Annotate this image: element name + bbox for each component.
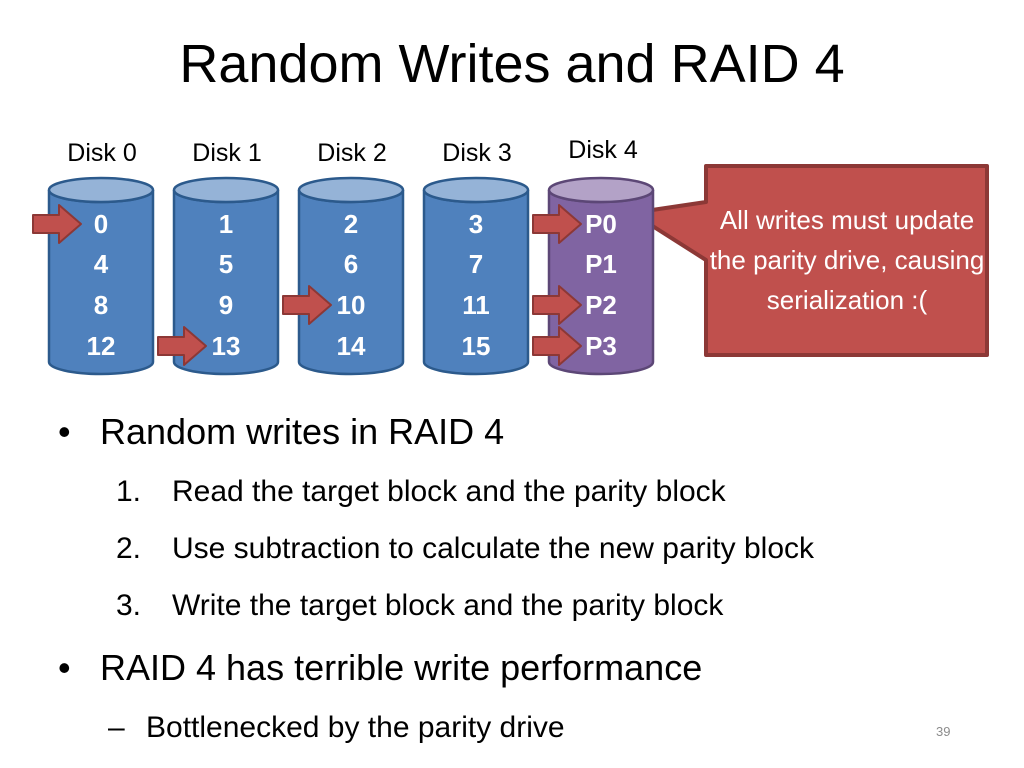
disk-top xyxy=(172,176,280,204)
disk-top xyxy=(297,176,405,204)
disk-label-3: Disk 3 xyxy=(442,139,512,167)
disk-label-4: Disk 4 xyxy=(568,136,638,164)
block-label: 13 xyxy=(212,331,241,361)
sub-bullet-dash: – xyxy=(108,711,125,744)
step-text: Use subtraction to calculate the new par… xyxy=(172,532,814,565)
disk-2: 2 6 10 14 xyxy=(297,176,405,376)
block-label: 8 xyxy=(94,290,108,320)
block-label: 2 xyxy=(344,209,358,239)
step-1: 1. Read the target block and the parity b… xyxy=(116,474,726,510)
block-label: 5 xyxy=(219,249,233,279)
sub-bullet-text: Bottlenecked by the parity drive xyxy=(146,711,565,744)
block-label: 3 xyxy=(469,209,483,239)
block-label: P2 xyxy=(585,290,617,320)
block-label: 0 xyxy=(94,209,108,239)
block-label: P3 xyxy=(585,331,617,361)
write-arrow-icon xyxy=(532,204,582,244)
block-label: P0 xyxy=(585,209,617,239)
block-label: P1 xyxy=(585,249,617,279)
page-number: 39 xyxy=(936,724,951,739)
step-text: Read the target block and the parity blo… xyxy=(172,475,726,508)
block-label: 11 xyxy=(462,290,490,320)
bullet-terrible-performance: • RAID 4 has terrible write performance xyxy=(58,646,703,690)
callout-text: All writes must update the parity drive,… xyxy=(709,205,985,315)
disk-1: 1 5 9 13 xyxy=(172,176,280,376)
step-3: 3. Write the target block and the parity … xyxy=(116,588,723,624)
disk-label-0: Disk 0 xyxy=(67,139,137,167)
block-label: 10 xyxy=(337,290,366,320)
callout-box xyxy=(630,164,989,357)
step-number: 3. xyxy=(116,589,142,622)
block-label: 1 xyxy=(219,209,233,239)
step-text: Write the target block and the parity bl… xyxy=(172,589,724,622)
disk-0: 0 4 8 12 xyxy=(47,176,155,376)
disk-top xyxy=(422,176,530,204)
write-arrow-icon xyxy=(282,285,332,325)
disk-top xyxy=(47,176,155,204)
write-arrow-icon xyxy=(157,326,207,366)
bullet-text: Random writes in RAID 4 xyxy=(100,411,505,452)
slide-title: Random Writes and RAID 4 xyxy=(179,34,845,94)
disk-label-1: Disk 1 xyxy=(192,139,262,167)
bullet-dot: • xyxy=(58,647,71,688)
disk-3: 3 7 11 15 xyxy=(422,176,530,376)
bullet-text: RAID 4 has terrible write performance xyxy=(100,647,703,688)
block-label: 4 xyxy=(94,249,109,279)
block-label: 9 xyxy=(219,290,233,320)
block-label: 14 xyxy=(337,331,366,361)
disk-top xyxy=(547,176,655,204)
block-label: 7 xyxy=(469,249,483,279)
disk-label-2: Disk 2 xyxy=(317,139,387,167)
block-label: 12 xyxy=(87,331,116,361)
step-number: 1. xyxy=(116,475,142,508)
write-arrow-icon xyxy=(532,326,582,366)
sub-bullet-bottleneck: – Bottlenecked by the parity drive xyxy=(108,710,565,746)
block-label: 6 xyxy=(344,249,358,279)
step-number: 2. xyxy=(116,532,142,565)
write-arrow-icon xyxy=(32,204,82,244)
block-label: 15 xyxy=(462,331,491,361)
write-arrow-icon xyxy=(532,285,582,325)
bullet-random-writes: • Random writes in RAID 4 xyxy=(58,410,505,454)
bullet-dot: • xyxy=(58,411,71,452)
step-2: 2. Use subtraction to calculate the new p… xyxy=(116,531,814,567)
